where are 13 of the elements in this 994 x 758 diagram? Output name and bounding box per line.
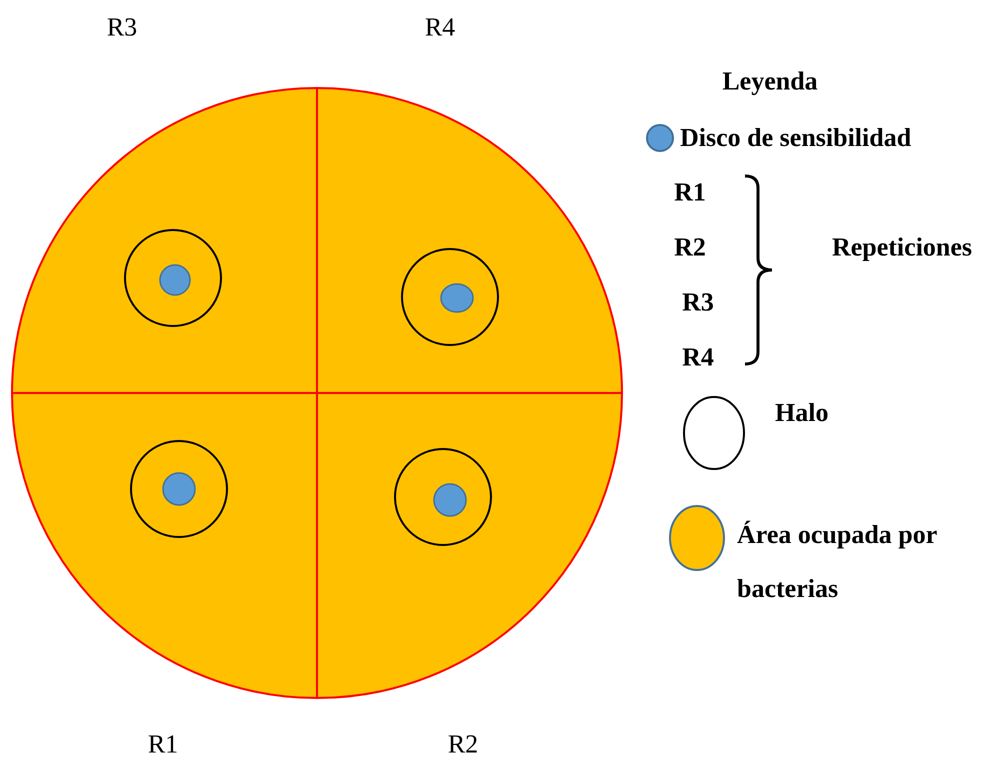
legend-title: Leyenda	[722, 68, 818, 96]
quadrant-label: R3	[106, 14, 138, 42]
repetition-label: R2	[674, 234, 706, 262]
quadrant-label: R1	[148, 730, 178, 758]
repetition-label: R1	[674, 178, 706, 208]
legend-text: Halo	[775, 399, 830, 428]
quadrant-label: R2	[448, 730, 478, 758]
legend-text: Disco de sensibilidad	[680, 124, 912, 153]
legend-text: Área ocupada por bacterias	[737, 519, 938, 605]
repetition-label: R3	[682, 288, 714, 318]
legend-text: Repeticiones	[832, 234, 972, 262]
quadrant-label: R4	[424, 14, 456, 42]
repetition-label: R4	[682, 344, 714, 372]
